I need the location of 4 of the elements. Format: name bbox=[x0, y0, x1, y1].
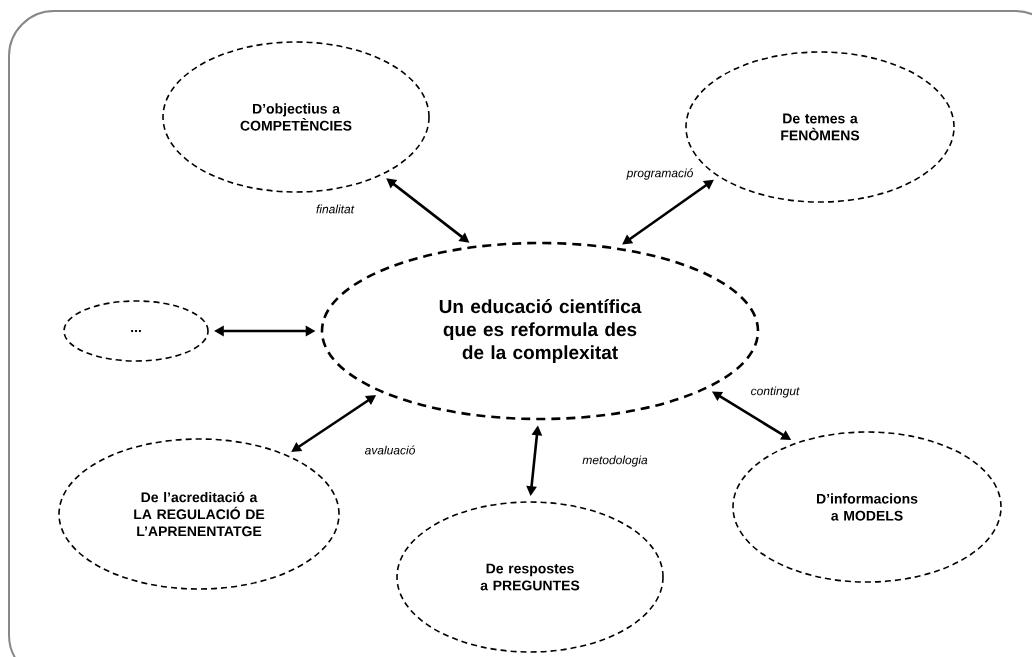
arrow bbox=[622, 179, 714, 245]
edge-label: metodologia bbox=[581, 454, 649, 468]
edge-label: avaluació bbox=[363, 444, 417, 456]
edge-label: finalitat bbox=[315, 203, 355, 215]
